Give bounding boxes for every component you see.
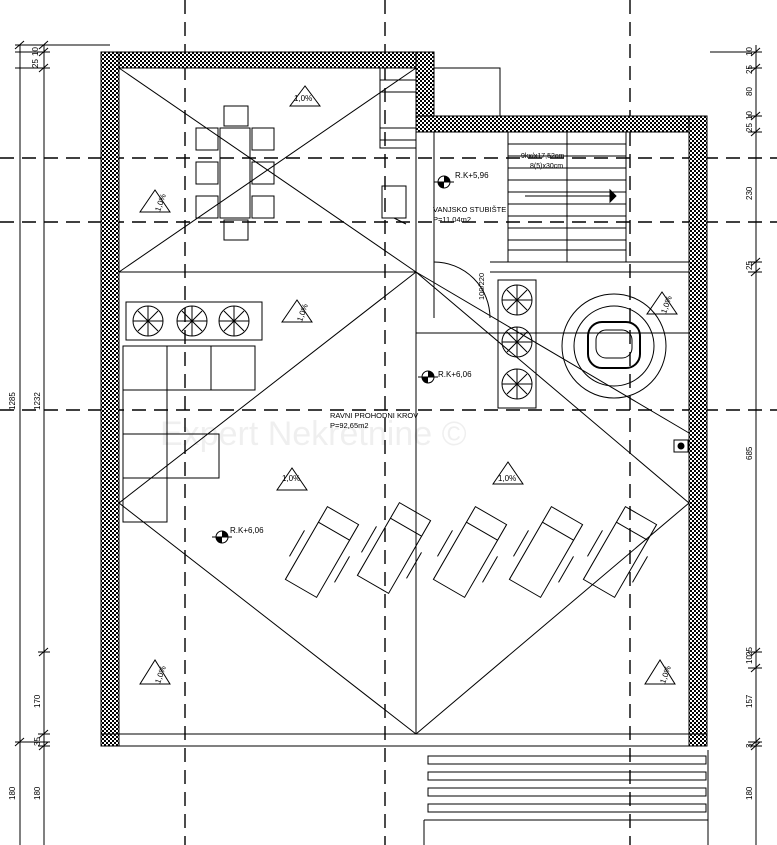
- level-marker-left: [212, 530, 232, 544]
- slope-label-mid-right: 1,0%: [659, 295, 674, 315]
- dim-left-35: 35: [33, 737, 42, 746]
- dim-right-10a: 10: [745, 47, 754, 56]
- slope-arrows: [139, 85, 678, 685]
- dim-right-25d: 25: [745, 647, 754, 656]
- dimension-lines-left: [14, 40, 110, 845]
- dim-right-80: 80: [745, 87, 754, 96]
- planter: [125, 301, 263, 341]
- planter-right: [497, 279, 537, 409]
- slope-label-top: 1,0%: [294, 94, 312, 103]
- level-marker-stair: [434, 175, 454, 189]
- jacuzzi: [561, 293, 667, 399]
- door-swing: [433, 261, 491, 319]
- dim-right-685: 685: [745, 446, 754, 460]
- walls: [100, 51, 708, 747]
- level-mid-label: R.K+6,06: [438, 370, 472, 379]
- level-left-label: R.K+6,06: [230, 526, 264, 535]
- stair-name: VANJSKO STUBIŠTE: [433, 205, 506, 214]
- slope-label-mid-left: 1,0%: [295, 303, 310, 323]
- door-size: 100/220: [477, 273, 486, 300]
- dim-right-10c: 10: [745, 655, 754, 664]
- watermark: Expert Nekretnine ©: [160, 415, 467, 453]
- dim-right-180: 180: [745, 786, 754, 800]
- dim-right-25c: 25: [745, 261, 754, 270]
- dim-right-25a: 25: [745, 65, 754, 74]
- level-stair-label: R.K+5,96: [455, 171, 489, 180]
- roof-name: RAVNI PROHODNI KROV: [330, 411, 418, 420]
- dimension-lines-right: [710, 45, 762, 845]
- slope-label-bottom-right: 1,0%: [658, 665, 673, 685]
- dim-left-180b: 180: [33, 786, 42, 800]
- vent-block: [379, 67, 417, 225]
- sun-loungers: [284, 501, 658, 599]
- entrance-steps: [423, 750, 709, 845]
- dim-left-170: 170: [33, 694, 42, 708]
- level-marker-mid: [418, 370, 438, 384]
- dim-left-1285: 1285: [8, 392, 17, 410]
- drain-marker: [673, 439, 689, 453]
- stair-spec-1: 9kx/x17,52cm: [521, 153, 564, 160]
- dim-left-25: 25: [31, 59, 40, 68]
- stair-spec-2: 8(5)x30cm: [530, 163, 563, 170]
- slope-label-center-left: 1,0%: [282, 474, 300, 483]
- dim-right-25b: 25: [745, 123, 754, 132]
- dim-left-10: 10: [31, 47, 40, 56]
- roof-slope-lines: [118, 67, 690, 735]
- sofa: [122, 345, 256, 523]
- slope-label-bottom-left: 1,0%: [153, 665, 168, 685]
- dim-left-180a: 180: [8, 786, 17, 800]
- dim-right-230: 230: [745, 186, 754, 200]
- slope-label-upper-left: 1,0%: [153, 193, 168, 213]
- dim-right-10b: 10: [745, 111, 754, 120]
- dim-right-157: 157: [745, 694, 754, 708]
- stair-area: P=11,04m2: [433, 215, 471, 224]
- roof-area: P=92,65m2: [330, 421, 369, 430]
- dining-set: [195, 105, 275, 241]
- dim-right-3: 3: [745, 743, 754, 748]
- slope-label-center-right: 1,0%: [498, 474, 516, 483]
- dim-left-1232: 1232: [33, 392, 42, 410]
- outdoor-stair: [507, 131, 627, 263]
